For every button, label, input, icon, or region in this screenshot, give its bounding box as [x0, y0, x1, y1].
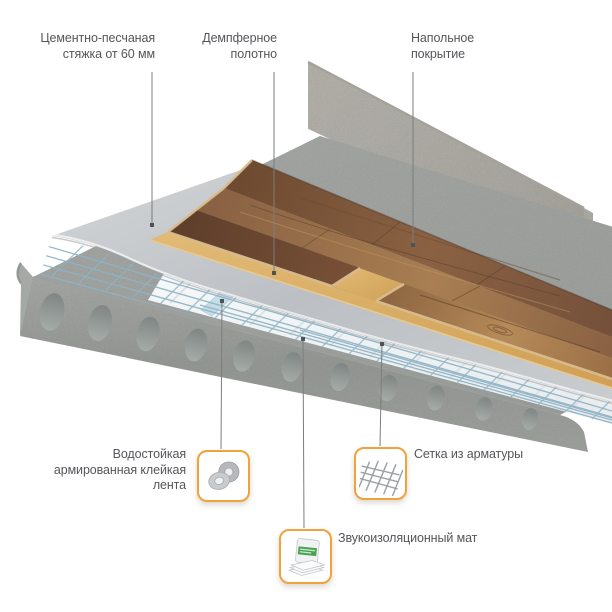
leader-mesh — [379, 343, 383, 447]
callout-damper: Демпферное полотно — [202, 31, 277, 61]
callout-flooring: Напольное покрытие — [411, 31, 475, 61]
callout-mat: Звукоизоляционный мат — [338, 531, 478, 545]
hollow-core-holes — [39, 293, 539, 430]
leader-tape — [220, 300, 223, 450]
leader-lines — [151, 72, 414, 529]
tape-rolls-icon — [207, 461, 239, 490]
damper-underlay — [149, 232, 612, 389]
callout-mesh: Сетка из арматуры — [414, 447, 524, 461]
tape-icon-box — [197, 450, 250, 502]
screed-layer — [51, 166, 612, 405]
callout-screed: Цементно-песчаная стяжка от 60 мм — [40, 31, 155, 61]
mat-icon-box — [279, 529, 332, 584]
rebar-mesh-icon — [358, 460, 403, 496]
leader-mat — [302, 338, 305, 529]
insulation-mat-icon — [287, 537, 326, 576]
leader-dots — [150, 223, 415, 346]
mesh-icon-box — [354, 447, 407, 500]
wood-flooring — [167, 159, 612, 381]
callout-tape: Водостойкая армированная клейкая лента — [53, 447, 186, 492]
